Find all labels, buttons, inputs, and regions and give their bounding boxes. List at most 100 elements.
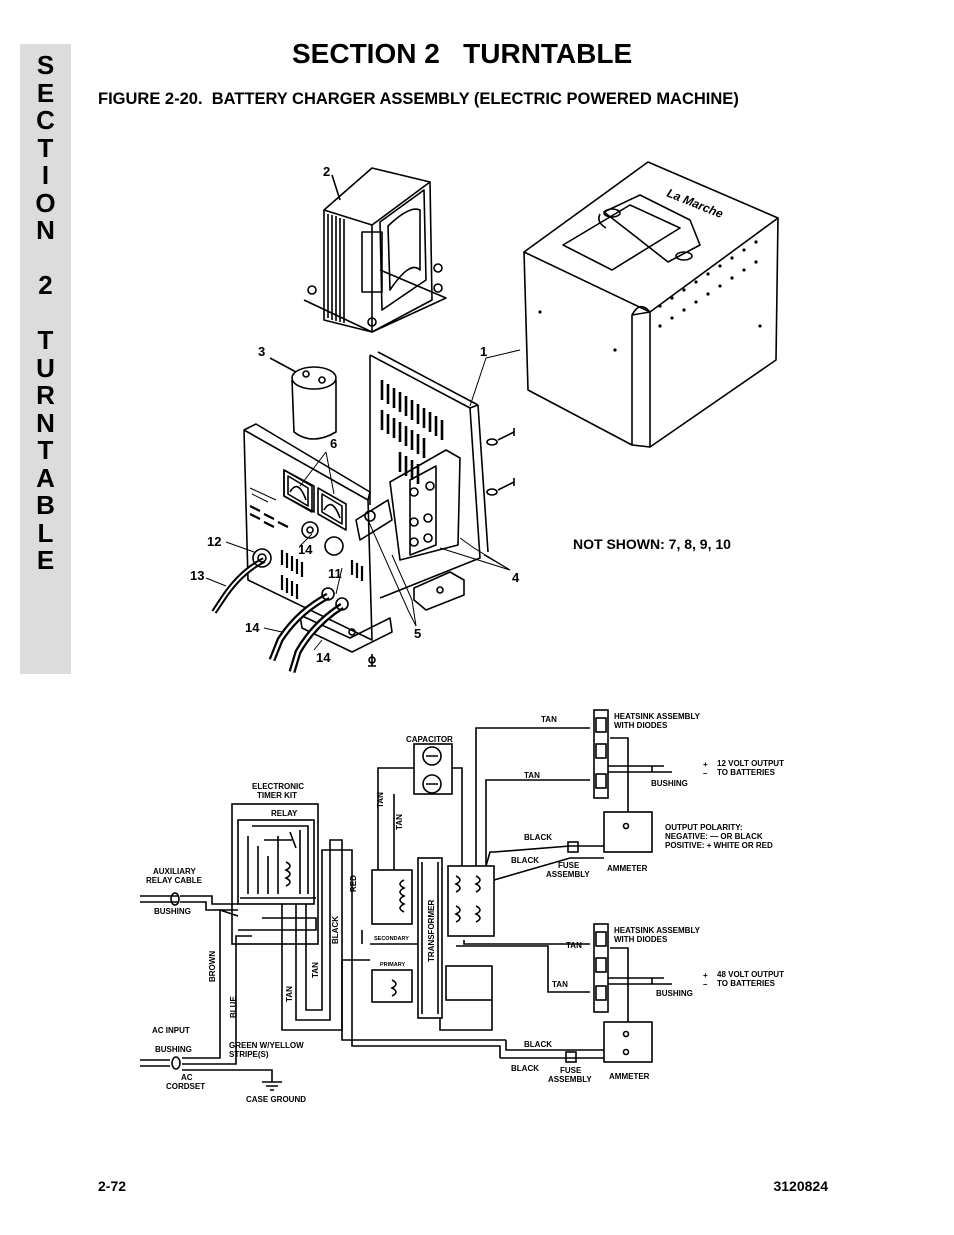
cables <box>211 548 349 674</box>
side-tab-letter: T <box>37 435 54 465</box>
label-fuse-2-2: ASSEMBLY <box>548 1075 592 1084</box>
label-black-v: BLACK <box>331 916 340 944</box>
label-out12-1: 12 VOLT OUTPUT <box>717 759 784 768</box>
side-screws <box>486 428 515 496</box>
label-fuse-2-1: FUSE <box>560 1066 582 1075</box>
side-tab-letter: E <box>36 545 55 575</box>
label-polarity-3: POSITIVE: + WHITE OR RED <box>665 841 773 850</box>
callout-numbers: 1 2 3 4 5 6 11 12 13 14 14 14 NOT SHOWN:… <box>190 164 731 665</box>
callout-14: 14 <box>298 542 313 557</box>
callout-1: 1 <box>480 344 487 359</box>
label-ac-cordset-2: CORDSET <box>166 1082 205 1091</box>
label-timer-kit-2: TIMER KIT <box>257 791 297 800</box>
label-plus-12: + <box>703 760 708 769</box>
label-black-3: BLACK <box>524 1040 552 1049</box>
label-timer-kit-1: ELECTRONIC <box>252 782 304 791</box>
label-polarity-1: OUTPUT POLARITY: <box>665 823 743 832</box>
label-tan-3: TAN <box>566 941 582 950</box>
label-bushing-ac: BUSHING <box>155 1045 192 1054</box>
label-tan-v1: TAN <box>285 986 294 1002</box>
label-fuse-1-1: FUSE <box>558 861 580 870</box>
wiring-schematic <box>140 709 672 1091</box>
label-black-1: BLACK <box>524 833 552 842</box>
side-tab-letter: L <box>37 517 54 548</box>
exploded-view: La Marche <box>205 161 779 674</box>
callout-11: 11 <box>328 566 342 581</box>
label-bushing-48: BUSHING <box>656 989 693 998</box>
charger-cover <box>523 161 779 448</box>
callout-14: 14 <box>245 620 260 635</box>
figure-title: FIGURE 2-20. BATTERY CHARGER ASSEMBLY (E… <box>98 90 739 108</box>
label-aux-1: AUXILIARY <box>153 867 196 876</box>
label-black-2: BLACK <box>511 856 539 865</box>
label-green-2: STRIPE(S) <box>229 1050 269 1059</box>
label-ac-cordset-1: AC <box>181 1073 193 1082</box>
side-tab-letter: T <box>37 132 54 163</box>
label-out12-2: TO BATTERIES <box>717 768 776 777</box>
label-green-1: GREEN W/YELLOW <box>229 1041 304 1050</box>
label-primary: PRIMARY <box>380 962 405 968</box>
side-tab-letter: U <box>36 352 55 383</box>
label-fuse-1-2: ASSEMBLY <box>546 870 590 879</box>
label-bushing-12: BUSHING <box>651 779 688 788</box>
label-heatsink-2-2: WITH DIODES <box>614 935 668 944</box>
side-tab-letter: C <box>36 105 55 135</box>
label-blue: BLUE <box>229 996 238 1018</box>
label-heatsink-2-1: HEATSINK ASSEMBLY <box>614 926 701 935</box>
callout-2: 2 <box>323 164 330 179</box>
capacitor-part <box>291 366 337 440</box>
side-tab-letter: I <box>41 160 50 190</box>
label-secondary: SECONDARY <box>374 936 409 942</box>
label-capacitor: CAPACITOR <box>406 735 453 744</box>
label-out48-2: TO BATTERIES <box>717 979 776 988</box>
side-tab-letter: 2 <box>38 270 53 300</box>
side-tab-letter: N <box>36 215 55 245</box>
label-aux-2: RELAY CABLE <box>146 876 203 885</box>
document-number: 3120824 <box>773 1178 828 1194</box>
label-tan-v2: TAN <box>311 962 320 978</box>
transformer-part <box>303 167 447 333</box>
label-out48-1: 48 VOLT OUTPUT <box>717 970 784 979</box>
label-brown: BROWN <box>208 951 217 982</box>
side-tab-letter: E <box>36 77 55 108</box>
label-minus-48: – <box>703 980 708 989</box>
label-bushing-aux: BUSHING <box>154 907 191 916</box>
label-tan-2: TAN <box>524 771 540 780</box>
label-polarity-2: NEGATIVE: — OR BLACK <box>665 832 763 841</box>
callout-14: 14 <box>316 650 331 665</box>
side-tab-letter: R <box>36 380 55 410</box>
label-black-4: BLACK <box>511 1064 539 1073</box>
label-ammeter-2: AMMETER <box>609 1072 650 1081</box>
page-number: 2-72 <box>98 1178 127 1194</box>
label-transformer: TRANSFORMER <box>427 900 436 962</box>
callout-12: 12 <box>207 534 221 549</box>
side-tab-letter: B <box>36 490 55 520</box>
schematic-labels: CAPACITOR ELECTRONIC TIMER KIT RELAY AUX… <box>146 712 784 1104</box>
side-tab-letter: T <box>37 325 54 355</box>
section-title: SECTION 2 TURNTABLE <box>292 38 633 69</box>
leader-lines <box>205 349 521 651</box>
label-tan-top: TAN <box>541 715 557 724</box>
callout-13: 13 <box>190 568 204 583</box>
label-red-v: RED <box>349 875 358 892</box>
label-tan-4: TAN <box>552 980 568 989</box>
label-ammeter-1: AMMETER <box>607 864 648 873</box>
charger-chassis <box>243 351 489 667</box>
callout-3: 3 <box>258 344 265 359</box>
side-tab-letter: O <box>35 187 56 218</box>
label-tan-v3: TAN <box>376 792 385 808</box>
timer-kit-box <box>231 803 319 945</box>
label-plus-48: + <box>703 971 708 980</box>
callout-5: 5 <box>414 626 421 641</box>
callout-4: 4 <box>512 570 520 585</box>
label-heatsink-1-1: HEATSINK ASSEMBLY <box>614 712 701 721</box>
label-heatsink-1-2: WITH DIODES <box>614 721 668 730</box>
section-side-tab: S E C T I O N 2 T U R N T A B L E <box>20 44 71 674</box>
transformer-block <box>417 857 443 1019</box>
side-tab-letter: S <box>36 50 55 80</box>
label-minus-12: – <box>703 769 708 778</box>
side-tab-letter: A <box>36 462 55 493</box>
label-case-ground: CASE GROUND <box>246 1095 306 1104</box>
callout-6: 6 <box>330 436 337 451</box>
